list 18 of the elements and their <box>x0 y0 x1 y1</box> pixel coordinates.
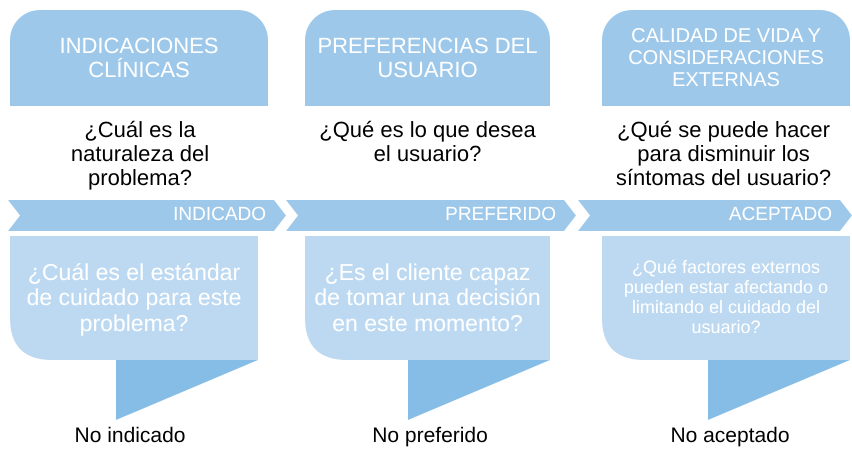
outcome-text: No indicado <box>74 424 186 448</box>
header-tab <box>10 10 268 106</box>
question-text: ¿Qué se puede hacer para disminuir los síntomas del usuario? <box>614 118 832 191</box>
header-tab <box>305 10 550 106</box>
outcome-text: No aceptado <box>669 424 791 448</box>
header-title: CALIDAD DE VIDA Y CONSIDERACIONES EXTERNAS <box>627 25 825 91</box>
question-text: ¿Es el cliente capaz de tomar una decisión en este momento? <box>313 260 542 336</box>
band-label: PREFERIDO <box>445 205 556 226</box>
header-title: INDICACIONES CLÍNICAS <box>58 34 220 82</box>
question-text: ¿Cuál es el estándar de cuidado para este problema? <box>26 260 242 336</box>
question-text: ¿Cuál es la naturaleza del problema? <box>70 118 210 191</box>
band-label: ACEPTADO <box>728 205 832 226</box>
question-text: ¿Qué factores externos pueden estar afectando o limitando el cuidado del usuario? <box>622 258 830 338</box>
band-label: INDICADO <box>173 205 266 226</box>
header-tab <box>602 10 850 106</box>
question-text: ¿Qué es lo que desea el usuario? <box>318 118 537 166</box>
header-title: PREFERENCIAS DEL USUARIO <box>316 34 539 82</box>
outcome-text: No preferido <box>371 424 489 448</box>
